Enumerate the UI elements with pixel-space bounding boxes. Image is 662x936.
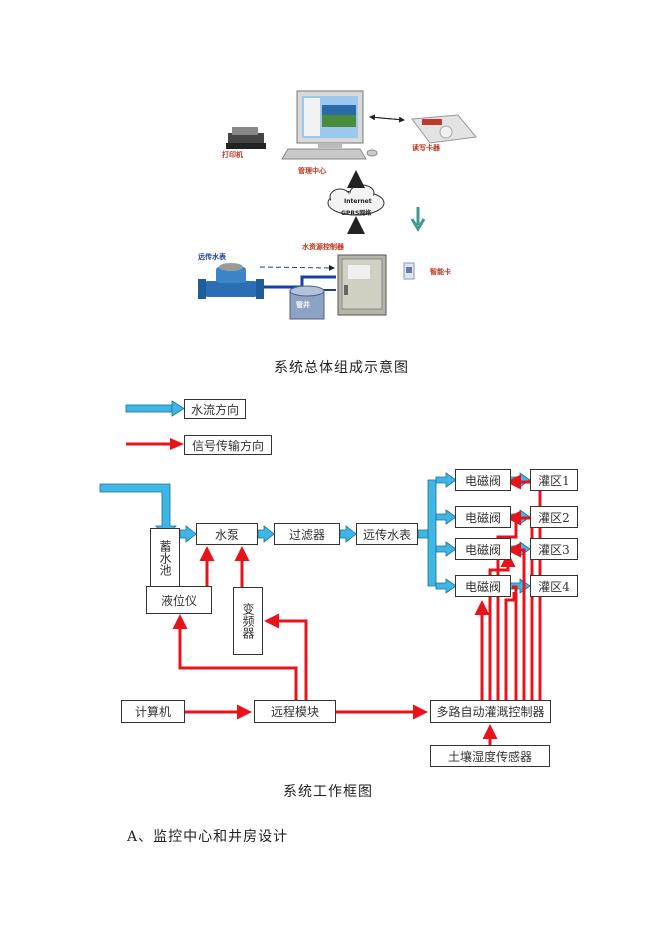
controller-cabinet-icon (337, 254, 387, 316)
valve-box: 电磁阀 (455, 538, 511, 560)
smart-card-icon (403, 262, 415, 280)
legend-signal-arrow (126, 438, 184, 450)
internet-label: Internet (344, 198, 372, 205)
zone-box: 灌区2 (530, 506, 578, 528)
computer-monitor-icon (281, 90, 378, 160)
valve-box: 电磁阀 (455, 575, 511, 597)
valve-box: 电磁阀 (455, 506, 511, 528)
remote-module-box: 远程模块 (254, 700, 336, 723)
card-reader-label: 读写卡器 (412, 144, 440, 152)
composition-caption: 系统总体组成示意图 (274, 360, 409, 376)
legend-signal-label: 信号传输方向 (184, 435, 272, 455)
signal-dashed-arrow (259, 264, 335, 271)
computer-box: 计算机 (121, 700, 185, 723)
smart-card-label: 智能卡 (430, 268, 451, 276)
zone-box: 灌区3 (530, 538, 578, 560)
green-down-arrow-icon (410, 207, 426, 232)
legend-water-flow-arrow (125, 400, 185, 417)
well-tank-icon (289, 285, 325, 320)
reservoir-box: 蓄水池 (150, 528, 180, 588)
valve-box: 电磁阀 (455, 469, 511, 491)
inverter-box: 变频器 (233, 587, 263, 655)
controller-label: 水资源控制器 (302, 243, 344, 251)
zone-box: 灌区4 (530, 575, 578, 597)
pump-box: 水泵 (196, 523, 258, 545)
filter-box: 过滤器 (274, 523, 340, 545)
well-label: 管井 (296, 301, 310, 309)
system-composition-illustration (190, 85, 490, 325)
card-reader-icon (411, 114, 477, 144)
gprs-label: GPRS网络 (341, 210, 372, 217)
composition-svg (198, 90, 477, 320)
water-meter-icon (198, 263, 264, 299)
printer-icon (226, 127, 266, 149)
printer-label: 打印机 (222, 151, 243, 159)
soil-sensor-box: 土壤湿度传感器 (430, 745, 550, 767)
remote-meter-label: 远传水表 (198, 253, 226, 261)
irrigation-controller-box: 多路自动灌溉控制器 (430, 700, 551, 723)
internet-cloud-icon (327, 184, 385, 216)
zone-box: 灌区1 (530, 469, 578, 491)
legend-water-flow-label: 水流方向 (184, 399, 246, 419)
water-pipe (264, 275, 336, 289)
section-heading: A、监控中心和井房设计 (127, 829, 289, 845)
level-meter-box: 液位仪 (146, 586, 212, 614)
remote-meter-box: 远传水表 (356, 523, 418, 545)
block-diagram-caption: 系统工作框图 (283, 784, 373, 800)
management-center-label: 管理中心 (298, 167, 326, 175)
